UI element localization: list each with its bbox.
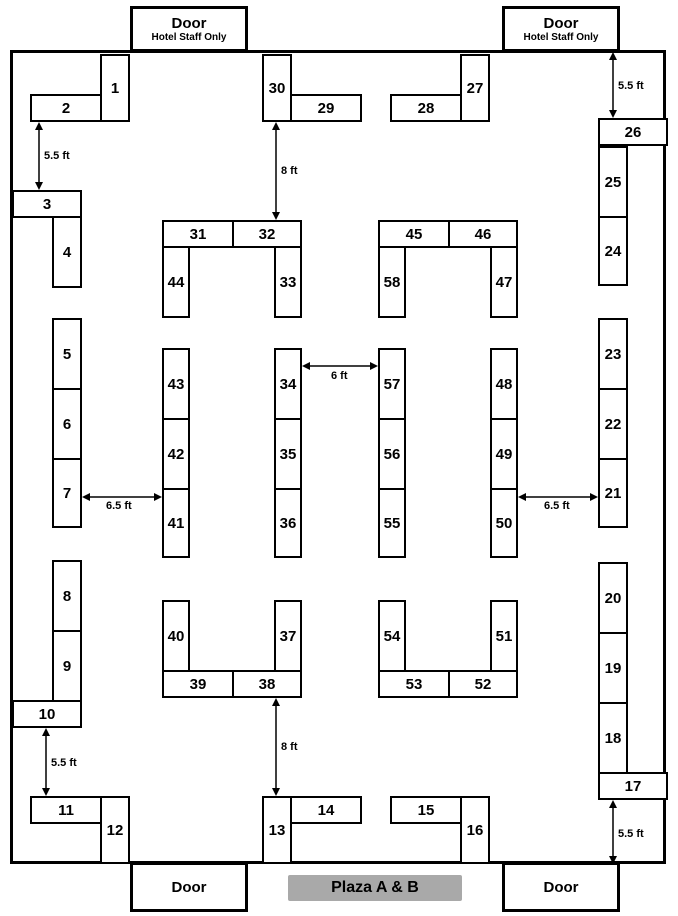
door-subtitle: Hotel Staff Only bbox=[523, 31, 599, 43]
door-subtitle: Hotel Staff Only bbox=[151, 31, 227, 43]
booth-2[interactable]: 2 bbox=[30, 94, 102, 122]
door-top-left: Door Hotel Staff Only bbox=[130, 6, 248, 52]
booth-55[interactable]: 55 bbox=[378, 488, 406, 558]
room-name-label: Plaza A & B bbox=[288, 875, 462, 901]
booth-26[interactable]: 26 bbox=[598, 118, 668, 146]
booth-44[interactable]: 44 bbox=[162, 246, 190, 318]
booth-36[interactable]: 36 bbox=[274, 488, 302, 558]
booth-25[interactable]: 25 bbox=[598, 146, 628, 218]
booth-23[interactable]: 23 bbox=[598, 318, 628, 390]
booth-21[interactable]: 21 bbox=[598, 458, 628, 528]
booth-13[interactable]: 13 bbox=[262, 796, 292, 864]
booth-57[interactable]: 57 bbox=[378, 348, 406, 420]
room-outline bbox=[10, 50, 666, 864]
booth-42[interactable]: 42 bbox=[162, 418, 190, 490]
dimension-label-bottom-left: 5.5 ft bbox=[51, 757, 77, 770]
dimension-label-top-right: 5.5 ft bbox=[618, 80, 644, 93]
dimension-label-bottom-right: 5.5 ft bbox=[618, 828, 644, 841]
booth-30[interactable]: 30 bbox=[262, 54, 292, 122]
booth-9[interactable]: 9 bbox=[52, 630, 82, 702]
booth-38[interactable]: 38 bbox=[232, 670, 302, 698]
booth-46[interactable]: 46 bbox=[448, 220, 518, 248]
booth-3[interactable]: 3 bbox=[12, 190, 82, 218]
booth-54[interactable]: 54 bbox=[378, 600, 406, 672]
booth-15[interactable]: 15 bbox=[390, 796, 462, 824]
booth-1[interactable]: 1 bbox=[100, 54, 130, 122]
booth-41[interactable]: 41 bbox=[162, 488, 190, 558]
booth-27[interactable]: 27 bbox=[460, 54, 490, 122]
door-bottom-right: Door bbox=[502, 862, 620, 912]
booth-58[interactable]: 58 bbox=[378, 246, 406, 318]
dimension-label-top-left: 5.5 ft bbox=[44, 150, 70, 163]
door-top-right: Door Hotel Staff Only bbox=[502, 6, 620, 52]
door-title: Door bbox=[171, 878, 207, 896]
booth-20[interactable]: 20 bbox=[598, 562, 628, 634]
booth-12[interactable]: 12 bbox=[100, 796, 130, 864]
door-title: Door bbox=[171, 14, 207, 32]
booth-7[interactable]: 7 bbox=[52, 458, 82, 528]
dimension-label-bottom-center: 8 ft bbox=[281, 741, 298, 754]
booth-39[interactable]: 39 bbox=[162, 670, 234, 698]
booth-45[interactable]: 45 bbox=[378, 220, 450, 248]
door-title: Door bbox=[543, 878, 579, 896]
booth-11[interactable]: 11 bbox=[30, 796, 102, 824]
booth-33[interactable]: 33 bbox=[274, 246, 302, 318]
dimension-label-top-center: 8 ft bbox=[281, 165, 298, 178]
booth-34[interactable]: 34 bbox=[274, 348, 302, 420]
door-bottom-left: Door bbox=[130, 862, 248, 912]
booth-37[interactable]: 37 bbox=[274, 600, 302, 672]
door-title: Door bbox=[543, 14, 579, 32]
booth-16[interactable]: 16 bbox=[460, 796, 490, 864]
booth-24[interactable]: 24 bbox=[598, 216, 628, 286]
booth-28[interactable]: 28 bbox=[390, 94, 462, 122]
dimension-label-middle-center: 6 ft bbox=[331, 370, 348, 383]
dimension-label-middle-right: 6.5 ft bbox=[544, 500, 570, 513]
booth-4[interactable]: 4 bbox=[52, 216, 82, 288]
booth-22[interactable]: 22 bbox=[598, 388, 628, 460]
booth-50[interactable]: 50 bbox=[490, 488, 518, 558]
booth-32[interactable]: 32 bbox=[232, 220, 302, 248]
booth-6[interactable]: 6 bbox=[52, 388, 82, 460]
booth-10[interactable]: 10 bbox=[12, 700, 82, 728]
booth-29[interactable]: 29 bbox=[290, 94, 362, 122]
booth-52[interactable]: 52 bbox=[448, 670, 518, 698]
booth-51[interactable]: 51 bbox=[490, 600, 518, 672]
booth-14[interactable]: 14 bbox=[290, 796, 362, 824]
booth-47[interactable]: 47 bbox=[490, 246, 518, 318]
booth-43[interactable]: 43 bbox=[162, 348, 190, 420]
booth-19[interactable]: 19 bbox=[598, 632, 628, 704]
dimension-label-middle-left: 6.5 ft bbox=[106, 500, 132, 513]
booth-49[interactable]: 49 bbox=[490, 418, 518, 490]
booth-17[interactable]: 17 bbox=[598, 772, 668, 800]
